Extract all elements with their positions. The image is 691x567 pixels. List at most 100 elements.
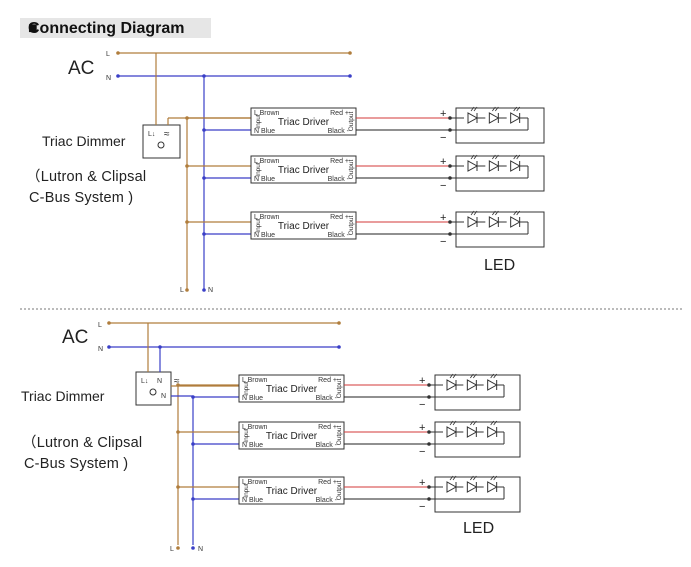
led-emit-arrow — [473, 373, 477, 379]
dimmer-dim-icon-2: ≈ — [174, 376, 180, 387]
led-emit-arrow — [470, 373, 474, 379]
led-emit-arrow — [473, 106, 478, 112]
led-diode-icon — [488, 160, 500, 172]
driver-out-red-label: Red + — [318, 479, 337, 486]
junction-dot — [185, 116, 189, 120]
dimmer-dim-icon: ≈ — [164, 129, 170, 140]
driver-in-blue-label: N Blue — [242, 497, 263, 504]
junction-dot — [158, 345, 162, 349]
led-diode-icon — [467, 216, 479, 228]
driver-output-tag: Output — [336, 426, 343, 446]
led-emit-arrow — [490, 475, 494, 481]
led-diode-icon — [466, 379, 478, 391]
led-module — [455, 155, 545, 192]
triac-dimmer-box — [142, 124, 181, 159]
driver-in-blue-label: N Blue — [242, 442, 263, 449]
mains-n-label-2: N — [98, 346, 103, 353]
driver-name-label: Triac Driver — [266, 431, 318, 442]
led-emit-arrow — [492, 106, 496, 112]
led-emit-arrow — [513, 106, 517, 112]
led-emit-arrow — [490, 420, 494, 426]
terminal-dot — [337, 345, 341, 349]
led-diode-icon — [467, 112, 479, 124]
led-diode-icon — [446, 426, 458, 438]
junction-dot — [176, 485, 180, 489]
led-emit-arrow — [495, 106, 499, 112]
driver-out-red-label: Red + — [330, 214, 349, 221]
driver-input-tag: Input — [255, 114, 262, 129]
led-module — [434, 374, 521, 411]
dimmer-l-symbol: L↓ — [148, 131, 155, 138]
polarity-plus: + — [419, 477, 425, 489]
led-emit-arrow — [470, 154, 475, 160]
terminal-dot — [202, 288, 206, 292]
driver-in-blue-label: N Blue — [254, 176, 275, 183]
junction-dot — [202, 74, 206, 78]
mains-l-label: L — [106, 51, 110, 58]
led-emit-arrow — [495, 210, 499, 216]
terminal-dot — [348, 51, 352, 55]
terminal-dot — [185, 288, 189, 292]
driver-box — [238, 421, 345, 450]
ac-label-bottom: AC — [62, 327, 88, 348]
driver-in-blue-label: N Blue — [242, 395, 263, 402]
dimmer-knob-icon — [157, 141, 165, 149]
terminal-dot — [107, 321, 111, 325]
driver-out-red-label: Red + — [330, 158, 349, 165]
junction-dot — [176, 383, 180, 387]
led-diode-icon — [487, 426, 498, 438]
driver-out-black-label: Black - — [316, 442, 338, 449]
led-diode-icon — [510, 216, 521, 228]
led-diode-icon — [466, 481, 478, 493]
driver-out-red-label: Red + — [318, 424, 337, 431]
junction-dot — [185, 220, 189, 224]
led-emit-arrow — [493, 420, 497, 426]
terminal-dot — [176, 546, 180, 550]
driver-in-brown-label: L Brown — [242, 377, 268, 384]
driver-output-tag: Output — [348, 112, 355, 132]
driver-output-tag: Output — [348, 160, 355, 180]
driver-in-blue-label: N Blue — [254, 128, 275, 135]
led-diode-icon — [467, 160, 479, 172]
driver-box — [250, 107, 357, 136]
led-diode-icon — [510, 112, 521, 124]
driver-box — [250, 155, 357, 184]
driver-in-brown-label: L Brown — [242, 479, 268, 486]
system-label-line1-2: （Lutron & Clipsal — [22, 434, 142, 451]
led-emit-arrow — [492, 210, 496, 216]
led-module — [455, 211, 545, 248]
bottom-l-label-top: L — [180, 287, 184, 294]
driver-name-label: Triac Driver — [278, 221, 330, 232]
terminal-dot — [348, 74, 352, 78]
led-emit-arrow — [473, 154, 478, 160]
junction-dot — [176, 430, 180, 434]
led-emit-arrow — [516, 154, 520, 160]
mains-n-label: N — [106, 75, 111, 82]
led-emit-arrow — [495, 154, 499, 160]
dimmer-n-terminal-2: N — [161, 393, 166, 400]
led-emit-arrow — [516, 106, 520, 112]
driver-input-tag: Input — [243, 483, 250, 498]
led-emit-arrow — [516, 210, 520, 216]
led-emit-arrow — [473, 420, 477, 426]
polarity-plus: + — [419, 375, 425, 387]
system-label-line2-2: C-Bus System ) — [24, 456, 128, 472]
led-diode-icon — [487, 481, 498, 493]
driver-in-brown-label: L Brown — [242, 424, 268, 431]
led-emit-arrow — [470, 210, 475, 216]
junction-dot — [202, 232, 206, 236]
driver-name-label: Triac Driver — [266, 384, 318, 395]
triac-dimmer-label-2: Triac Dimmer — [21, 388, 105, 404]
mains-l-label-2: L — [98, 322, 102, 329]
led-emit-arrow — [452, 420, 457, 426]
junction-dot — [202, 128, 206, 132]
driver-output-tag: Output — [336, 379, 343, 399]
led-emit-arrow — [470, 420, 474, 426]
driver-output-tag: Output — [336, 481, 343, 501]
triac-dimmer-label: Triac Dimmer — [42, 133, 126, 149]
terminal-dot — [107, 345, 111, 349]
terminal-dot — [116, 74, 120, 78]
section-header: ■ Connecting Diagram — [20, 18, 211, 38]
junction-dot — [191, 442, 195, 446]
